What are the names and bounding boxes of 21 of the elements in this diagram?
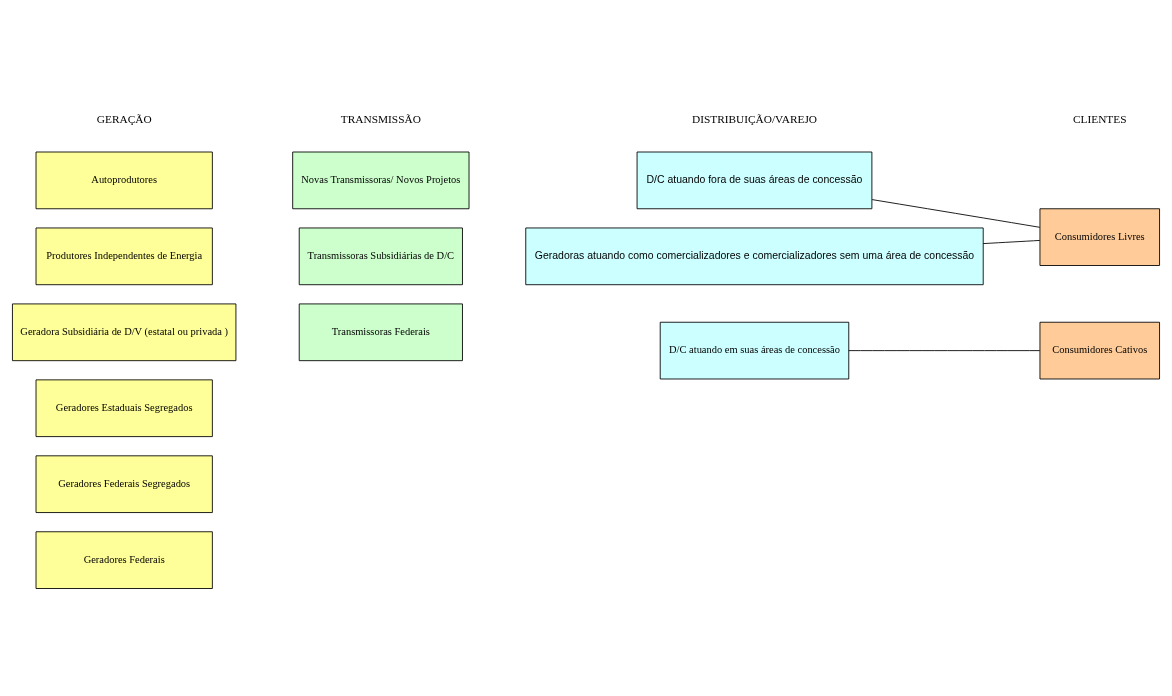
node-box: Geradora Subsidiária de D/V (estatal ou privada ) <box>12 303 237 362</box>
node-box: Geradores Federais Segregados <box>35 455 213 513</box>
node-box: Transmissoras Subsidiárias de D/C <box>298 227 463 286</box>
node-box: Consumidores Livres <box>1039 208 1160 266</box>
node-box: Autoprodutores <box>35 151 213 210</box>
node-box: Geradoras atuando como comercializadores e comercializadores sem uma área de concessão <box>525 227 984 286</box>
node-box: Consumidores Cativos <box>1039 321 1160 380</box>
node-box: Produtores Independentes de Energia <box>35 227 213 286</box>
label: TRANSMISSÃO <box>340 113 421 126</box>
node-box: Geradores Estaduais Segregados <box>35 379 213 438</box>
connector <box>848 350 1041 352</box>
node-box: Geradores Federais <box>35 531 213 589</box>
connector <box>871 199 1041 228</box>
connector <box>982 240 1041 245</box>
node-box: D/C atuando fora de suas áreas de concessão <box>636 151 873 210</box>
node-box: D/C atuando em suas áreas de concessão <box>659 321 850 380</box>
node-box: Novas Transmissoras/ Novos Projetos <box>292 151 470 210</box>
label: GERAÇÃO <box>96 113 152 126</box>
label: DISTRIBUIÇÃO/VAREJO <box>691 113 818 126</box>
node-box: Transmissoras Federais <box>298 303 463 362</box>
label: CLIENTES <box>1073 113 1127 126</box>
